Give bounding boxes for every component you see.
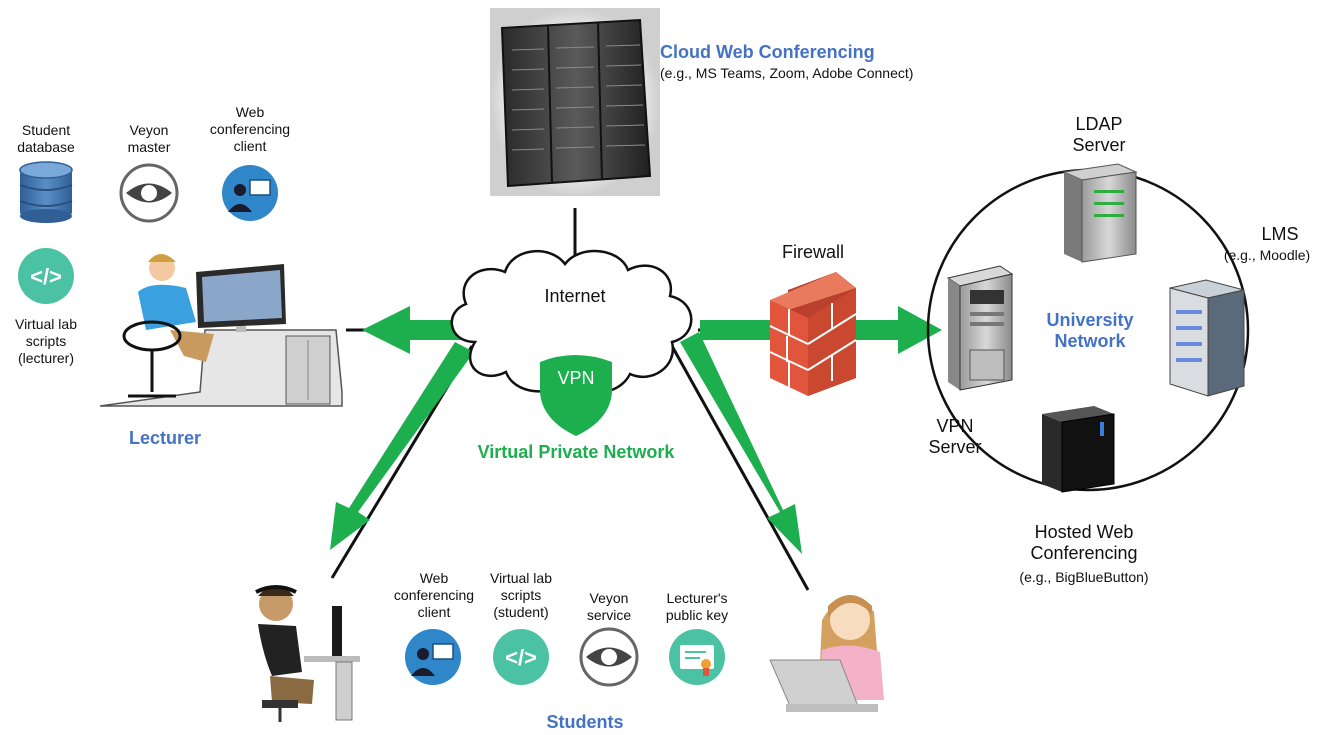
public-key-label: Lecturer's public key [665,590,729,623]
ldap-server-label: LDAP Server [1072,114,1126,155]
student-virtual-lab-scripts-label: Virtual lab scripts (student) [489,570,552,620]
firewall-icon [769,272,857,396]
vpn-server-label: VPN Server [928,416,982,457]
internet-label: Internet [544,286,606,306]
virtual-lab-scripts-label: Virtual lab scripts (lecturer) [14,316,77,366]
vpn-badge-label: VPN [557,368,595,388]
student-database-icon [19,161,73,223]
student-male-illustration [255,585,360,722]
student-web-conferencing-client-icon [405,629,461,685]
web-conferencing-client-label: Web conferencing client [209,104,291,154]
lecturer-workstation-illustration [99,254,343,407]
vpn-label: Virtual Private Network [477,442,675,462]
university-network-label: University Network [1046,310,1134,351]
student-web-conferencing-client-label: Web conferencing client [393,570,475,620]
web-conferencing-client-icon [222,165,278,221]
cloud-subtitle: (e.g., MS Teams, Zoom, Adobe Connect) [660,65,914,81]
cloud-server-rack-icon [490,8,660,196]
students-label: Students [546,712,624,732]
lms-label: LMS [1261,224,1299,244]
hosted-web-conferencing-server-icon [1042,406,1115,493]
lms-example-label: (e.g., Moodle) [1223,247,1311,263]
veyon-master-label: Veyon master [127,122,171,155]
virtual-lab-scripts-icon: </> [18,248,74,304]
vpn-tunnel-arrows [330,306,942,554]
veyon-service-label: Veyon service [586,590,632,623]
lecturer-public-key-certificate-icon [669,629,725,685]
veyon-master-eye-icon [119,163,179,223]
student-female-illustration [769,595,884,712]
veyon-service-eye-icon [579,627,639,687]
cloud-title: Cloud Web Conferencing [660,42,875,62]
hosted-example-label: (e.g., BigBlueButton) [1019,569,1149,585]
firewall-label: Firewall [781,242,844,262]
ldap-server-icon [1062,163,1138,263]
lecturer-label: Lecturer [128,428,202,448]
student-virtual-lab-scripts-icon: </> [493,629,549,685]
lms-server-icon [1169,279,1245,397]
hosted-web-conferencing-label: Hosted Web Conferencing [1030,522,1138,563]
svg-text:</>: </> [505,645,537,670]
vpn-server-icon [946,265,1014,391]
vpn-shield-icon [540,355,612,436]
svg-text:</>: </> [30,264,62,289]
student-database-label: Student database [17,122,75,155]
